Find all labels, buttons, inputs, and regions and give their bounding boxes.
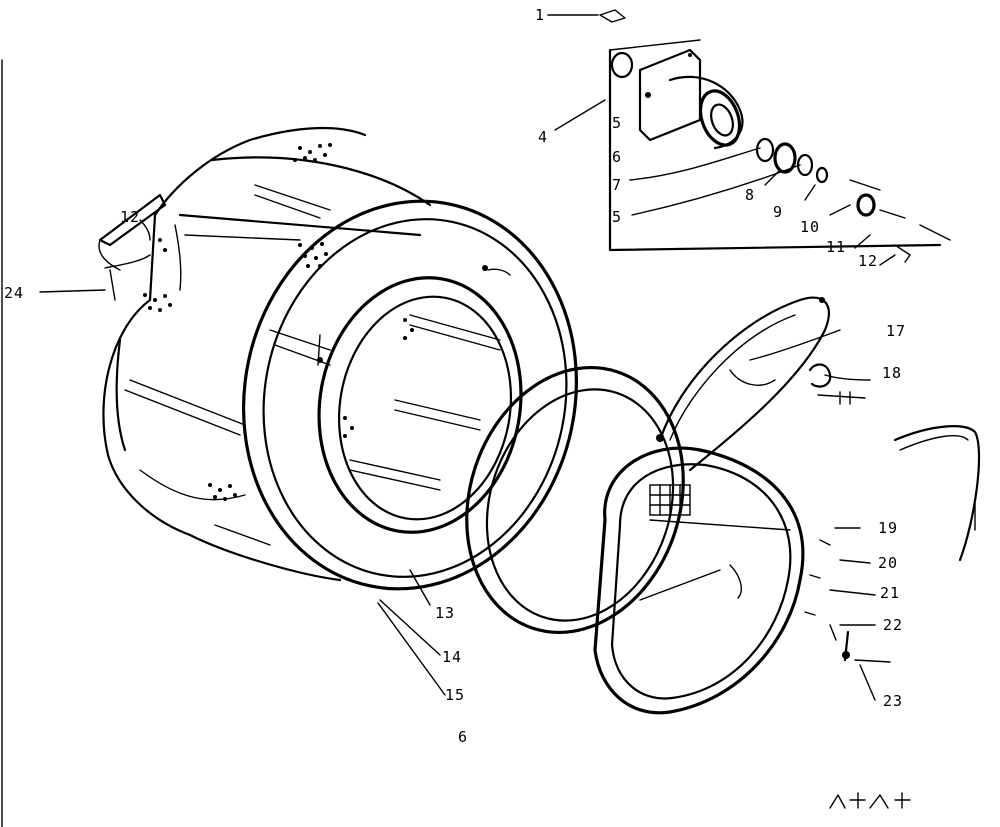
drum-tub [102,126,432,582]
callout-12-right: 12 [858,252,878,270]
leader-lines [39,14,896,701]
bearing-housing [599,9,942,252]
shaft-hardware [755,137,951,263]
callout-13: 13 [435,604,455,622]
callout-6-upper: 6 [612,148,622,166]
callout-4: 4 [538,128,548,146]
callout-7: 7 [612,176,622,194]
callout-15: 15 [445,686,465,704]
drawing-number-mark [829,792,911,809]
door-assembly [593,446,805,715]
callout-18: 18 [882,364,902,382]
callout-8: 8 [745,186,755,204]
door-gasket [465,365,685,635]
callout-12-left: 12 [120,208,140,226]
callout-21: 21 [880,584,900,602]
callout-20: 20 [878,554,898,572]
seal-loop [656,296,830,472]
callout-6-lower: 6 [458,728,468,746]
callout-1: 1 [535,6,545,24]
callout-labels: 1 4 5 6 7 5 8 9 10 11 12 12 24 17 18 19 … [4,6,906,746]
callout-22: 22 [883,616,903,634]
door-hinge-hatch [649,484,691,516]
callout-9: 9 [773,203,783,221]
clip-part [808,363,866,405]
callout-17: 17 [886,322,906,340]
callout-10: 10 [800,218,820,236]
callout-11: 11 [826,238,846,256]
door-glass [893,425,981,562]
callout-24: 24 [4,284,24,302]
callout-23: 23 [883,692,903,710]
callout-5-lower: 5 [612,208,622,226]
drum-front-ring [241,199,579,591]
callout-19: 19 [878,519,898,537]
callout-5-upper: 5 [612,114,622,132]
door-hardware [804,539,891,663]
bracket-part [98,193,167,301]
callout-14: 14 [442,648,462,666]
perforations [143,143,414,501]
